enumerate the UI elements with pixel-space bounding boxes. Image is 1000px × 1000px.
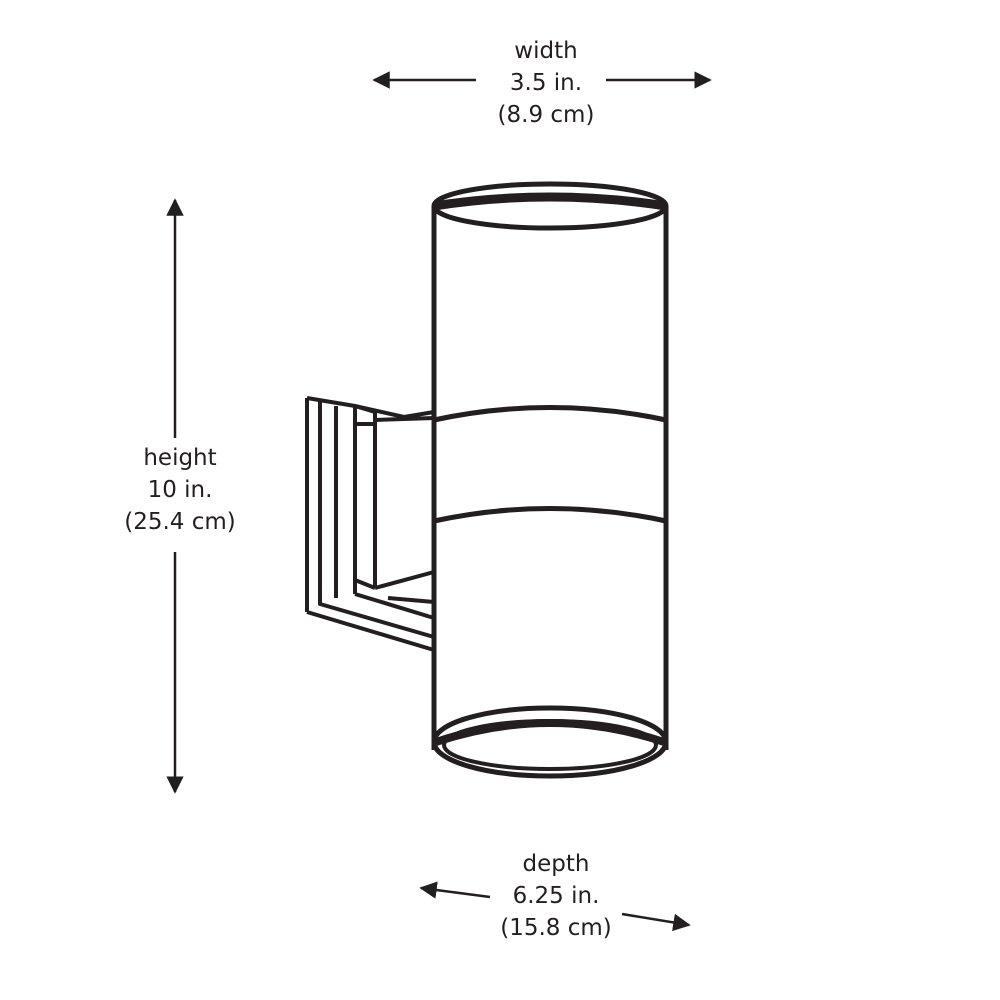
band-top-line <box>433 405 667 423</box>
width-metric: (8.9 cm) <box>497 102 595 128</box>
depth-arrow-right <box>621 912 691 932</box>
bottom-rim-outer <box>431 705 669 779</box>
depth-title: depth <box>522 851 590 877</box>
height-label: height 10 in. (25.4 cm) <box>60 442 300 538</box>
height-metric: (25.4 cm) <box>124 509 236 535</box>
height-imperial: 10 in. <box>147 477 213 503</box>
band-bottom-line <box>433 506 667 524</box>
wall-bracket <box>305 396 435 652</box>
width-title: width <box>514 38 578 64</box>
depth-arrow-left <box>419 881 491 899</box>
depth-label: depth 6.25 in. (15.8 cm) <box>436 848 676 944</box>
depth-dimension-arrows <box>419 881 691 932</box>
depth-imperial: 6.25 in. <box>512 883 600 909</box>
height-title: height <box>143 445 217 471</box>
top-rim <box>431 181 669 231</box>
width-label: width 3.5 in. (8.9 cm) <box>426 35 666 131</box>
depth-metric: (15.8 cm) <box>500 915 612 941</box>
cylinder-body <box>431 181 669 779</box>
width-imperial: 3.5 in. <box>509 70 583 96</box>
